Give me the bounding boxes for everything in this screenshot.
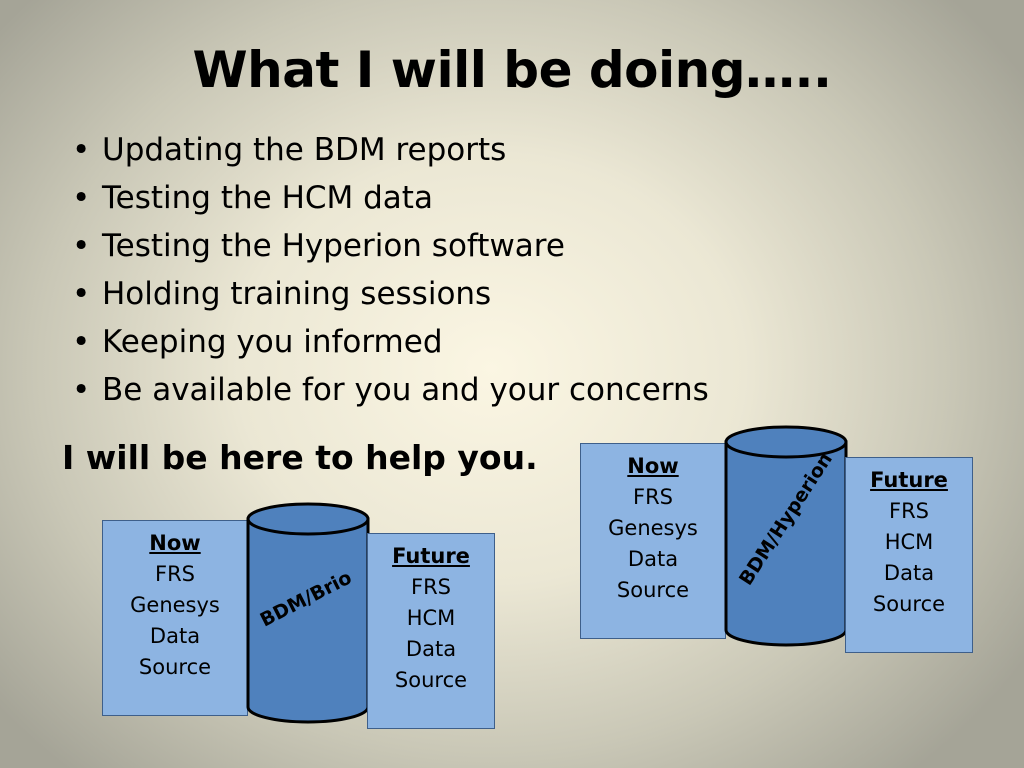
brio-future-line: FRS xyxy=(410,575,451,599)
brio-now-line: Source xyxy=(138,655,212,679)
brio-now-line: Genesys xyxy=(130,593,220,617)
brio-now-heading: Now xyxy=(149,531,201,555)
slide-title: What I will be doing….. xyxy=(192,41,832,99)
bullet-text: Testing the Hyperion software xyxy=(102,228,565,264)
bullet-icon: • xyxy=(72,276,91,312)
bullet-item: • Be available for you and your concerns xyxy=(72,366,709,414)
hyperion-future-line: Data xyxy=(883,561,935,585)
bullet-icon: • xyxy=(72,372,91,408)
bullet-text: Testing the HCM data xyxy=(102,180,433,216)
bullet-item: • Updating the BDM reports xyxy=(72,126,709,174)
bullet-text: Keeping you informed xyxy=(102,324,443,360)
brio-future-box: Future FRS HCM Data Source xyxy=(367,533,495,729)
hyperion-now-line: Data xyxy=(627,547,679,571)
hyperion-future-heading: Future xyxy=(870,468,948,492)
hyperion-now-line: Genesys xyxy=(608,516,698,540)
bullet-list: • Updating the BDM reports • Testing the H… xyxy=(72,126,709,414)
brio-future-line: Source xyxy=(394,668,468,692)
brio-database-cylinder xyxy=(246,502,370,724)
bullet-icon: • xyxy=(72,132,91,168)
bullet-item: • Holding training sessions xyxy=(72,270,709,318)
bullet-icon: • xyxy=(72,324,91,360)
bullet-icon: • xyxy=(72,180,91,216)
bullet-icon: • xyxy=(72,228,91,264)
hyperion-now-heading: Now xyxy=(627,454,679,478)
hyperion-now-box: Now FRS Genesys Data Source xyxy=(580,443,726,639)
brio-now-box: Now FRS Genesys Data Source xyxy=(102,520,248,716)
bullet-item: • Keeping you informed xyxy=(72,318,709,366)
bullet-text: Be available for you and your concerns xyxy=(102,372,709,408)
brio-future-heading: Future xyxy=(392,544,470,568)
bullet-text: Updating the BDM reports xyxy=(102,132,507,168)
hyperion-future-line: HCM xyxy=(884,530,934,554)
hyperion-database-cylinder xyxy=(724,425,848,647)
tagline: I will be here to help you. xyxy=(62,438,538,477)
bullet-item: • Testing the HCM data xyxy=(72,174,709,222)
brio-future-line: HCM xyxy=(406,606,456,630)
brio-future-line: Data xyxy=(405,637,457,661)
hyperion-now-line: Source xyxy=(616,578,690,602)
brio-now-line: Data xyxy=(149,624,201,648)
hyperion-future-box: Future FRS HCM Data Source xyxy=(845,457,973,653)
bullet-item: • Testing the Hyperion software xyxy=(72,222,709,270)
brio-now-line: FRS xyxy=(154,562,195,586)
hyperion-now-line: FRS xyxy=(632,485,673,509)
hyperion-future-line: Source xyxy=(872,592,946,616)
bullet-text: Holding training sessions xyxy=(102,276,492,312)
hyperion-future-line: FRS xyxy=(888,499,929,523)
